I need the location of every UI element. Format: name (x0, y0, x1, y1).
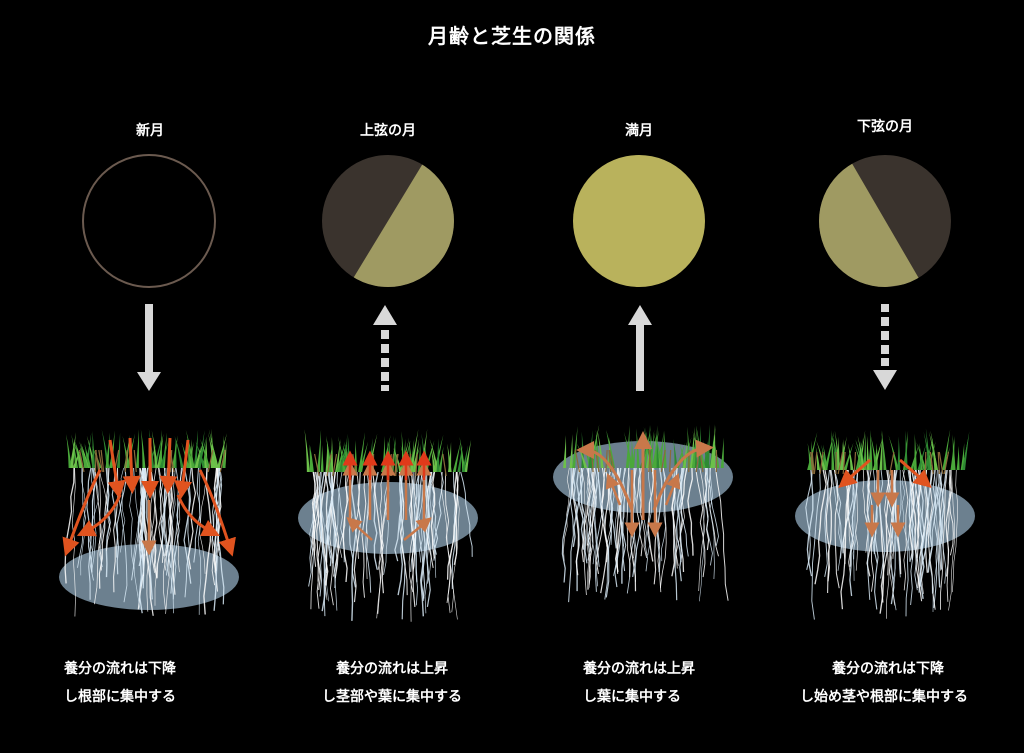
caption-first-quarter: 養分の流れは上昇 し茎部や葉に集中する (322, 655, 562, 711)
caption-line: 養分の流れは下降 (832, 661, 944, 677)
nutrient-flow-arrow (346, 516, 373, 541)
caption-line: し始め茎や根部に集中する (800, 689, 968, 705)
roots-illustration (308, 471, 473, 622)
new-moon-icon (82, 154, 216, 288)
caption-last-quarter: 養分の流れは下降 し始め茎や根部に集中する (800, 655, 1024, 711)
caption-line: し茎部や葉に集中する (322, 689, 462, 705)
arrow-down-dashed-icon (873, 304, 897, 390)
caption-full-moon: 養分の流れは上昇 し葉に集中する (583, 655, 823, 711)
nutrient-flow-arrow (122, 437, 141, 494)
arrow-up-solid-icon (628, 305, 652, 391)
caption-line: 養分の流れは上昇 (336, 661, 448, 677)
turf-full-moon-illustration (553, 424, 733, 603)
nutrient-flow-arrow (107, 439, 126, 499)
nutrient-flow-arrow (664, 473, 681, 506)
nutrient-flow-arrow (838, 458, 871, 488)
first-quarter-moon-icon (322, 155, 454, 287)
nutrient-flow-arrow (605, 473, 622, 506)
nutrient-flow-arrow (576, 441, 634, 511)
last-quarter-moon-icon (819, 155, 951, 287)
arrow-up-dashed-icon (373, 305, 397, 391)
nutrient-flow-arrow (899, 458, 932, 488)
nutrient-flow-arrow (403, 517, 432, 541)
grass-blades-illustration (807, 428, 970, 475)
phase-label-new-moon: 新月 (136, 123, 164, 139)
roots-illustration (561, 467, 729, 603)
caption-line: し根部に集中する (64, 689, 176, 705)
nutrient-flow-arrow (198, 469, 236, 557)
grass-blades-illustration (66, 428, 227, 473)
phase-label-first-quarter: 上弦の月 (360, 123, 416, 139)
turf-first-quarter-illustration (298, 429, 478, 622)
page-title: 月齢と芝生の関係 (428, 24, 596, 48)
nutrient-flow-arrow (176, 494, 221, 537)
turf-new-moon-illustration (59, 428, 239, 617)
nutrient-flow-arrow (174, 439, 193, 499)
phase-label-last-quarter: 下弦の月 (857, 119, 913, 135)
turf-last-quarter-illustration (795, 428, 975, 620)
nutrient-flow-arrow (62, 469, 102, 557)
full-moon-icon (573, 155, 705, 287)
caption-line: し葉に集中する (583, 689, 681, 705)
caption-line: 養分の流れは上昇 (583, 661, 695, 677)
nutrient-flow-arrow (159, 437, 178, 494)
arrow-down-solid-icon (137, 304, 161, 391)
nutrient-flow-arrow (652, 439, 714, 511)
nutrient-flow-arrow (76, 494, 122, 537)
caption-new-moon: 養分の流れは下降 し根部に集中する (64, 655, 304, 711)
phase-label-full-moon: 満月 (625, 123, 653, 139)
caption-line: 養分の流れは下降 (64, 661, 176, 677)
